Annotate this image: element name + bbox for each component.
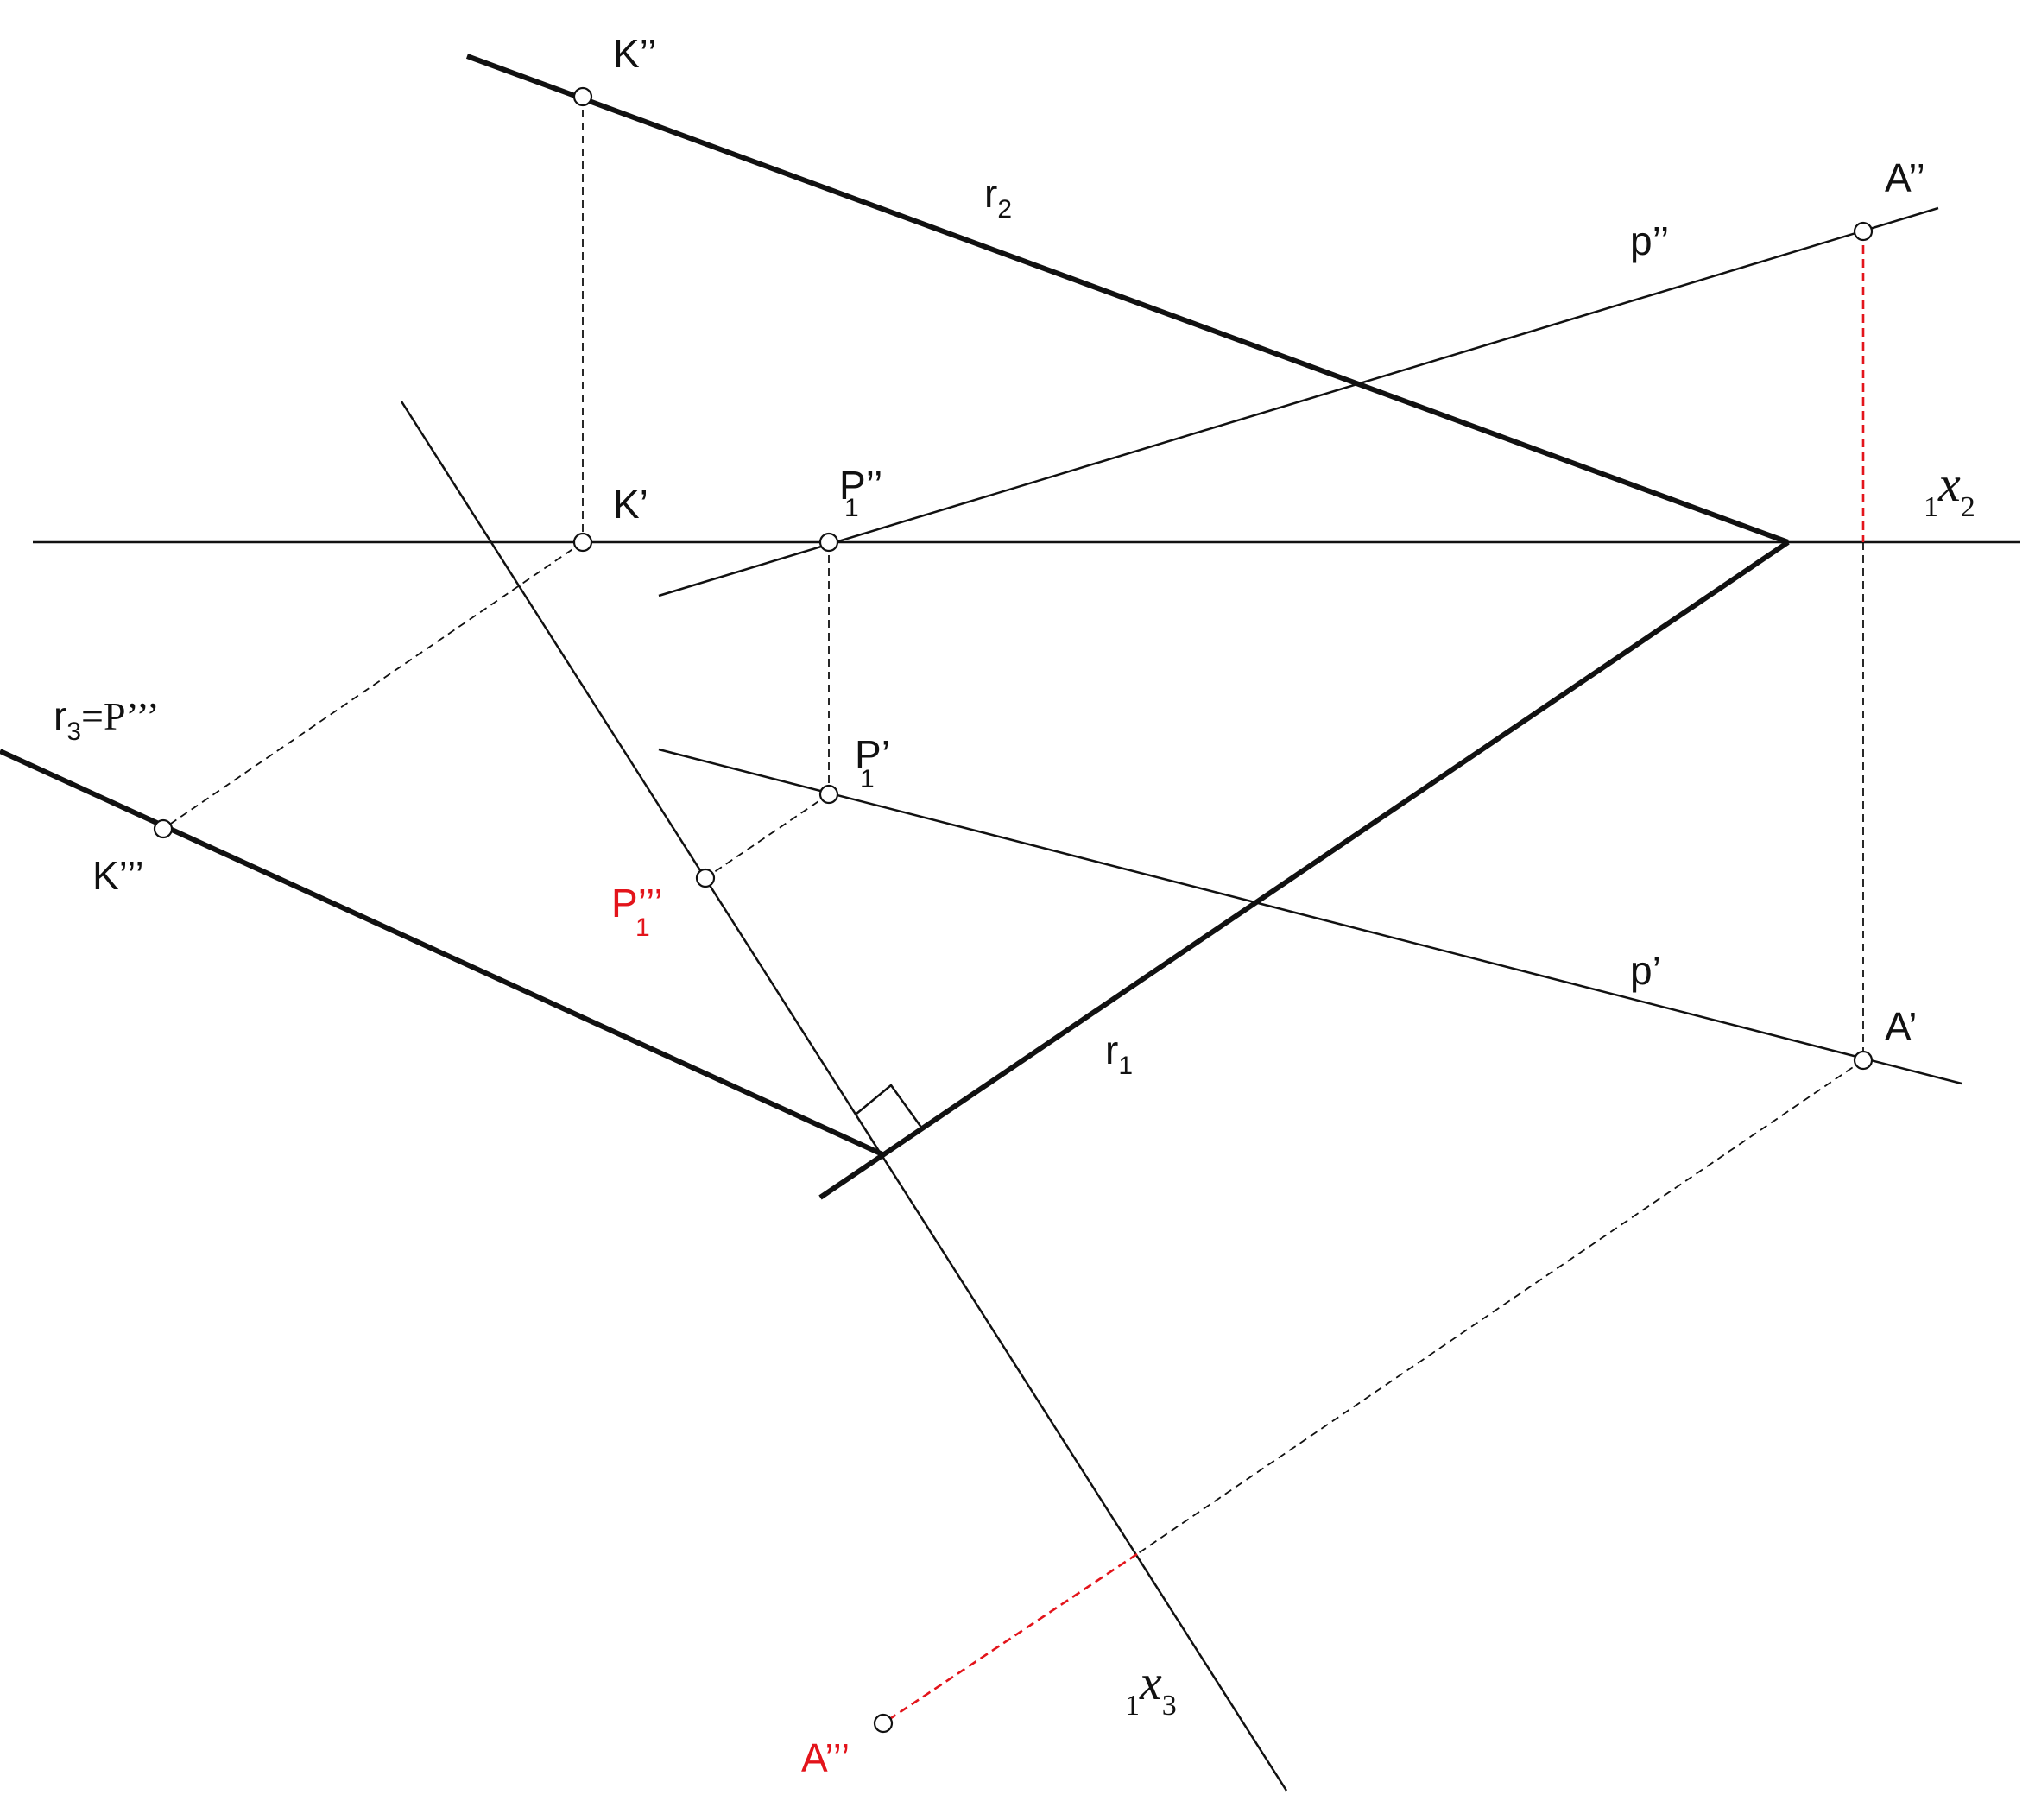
label-P1-double-prime: P’’ <box>839 463 882 508</box>
label-P1-double-prime-main: P <box>839 463 866 508</box>
point-K-prime <box>572 532 593 553</box>
label-axis-1x2-sub: 2 <box>1961 491 1975 523</box>
point-A-double-prime <box>1853 221 1874 242</box>
connector-A-prime-to-axis <box>1136 1059 1864 1555</box>
label-A-double-prime: A’’ <box>1885 155 1925 200</box>
point-P1-triple-prime <box>695 868 716 888</box>
label-P1-triple-prime: P’’’ <box>611 881 663 926</box>
label-K-double-prime: K’’ <box>613 31 656 76</box>
line-p-prime <box>658 748 1962 1085</box>
point-K-double-prime <box>572 86 593 107</box>
point-K-triple-prime <box>153 818 174 839</box>
label-p-double-prime: p’’ <box>1630 218 1669 263</box>
label-axis-1x3-sub: 3 <box>1162 1690 1177 1722</box>
label-axis-1x3: 1x3 <box>1125 1654 1177 1722</box>
label-axis-1x2: 1x2 <box>1924 456 1975 523</box>
label-r3: r3=P’’’ <box>54 693 160 746</box>
line-r3 <box>0 749 884 1157</box>
label-r2: r2 <box>984 171 1012 224</box>
point-P1-prime <box>818 784 839 805</box>
label-K-triple-prime: K’’’ <box>92 853 144 898</box>
label-P1-prime-main: P <box>855 732 882 777</box>
label-r1-main: r <box>1105 1027 1118 1072</box>
label-axis-1x3-pre: 1 <box>1125 1690 1140 1722</box>
label-P1-prime-prime: ’ <box>882 732 890 777</box>
label-P1-triple-prime-prime: ’’’ <box>638 881 663 926</box>
label-P1-double-prime-prime: ’’ <box>866 463 883 508</box>
connector-P-prime-to-P-triple <box>705 793 830 879</box>
label-P1-prime: P’ <box>855 732 890 777</box>
point-P1-double-prime <box>818 532 839 553</box>
label-r2-sub: 2 <box>997 195 1012 224</box>
label-P1-prime-sub: 1 <box>860 765 875 793</box>
point-A-prime <box>1853 1050 1874 1071</box>
connector-K-prime-to-K-triple <box>162 541 584 830</box>
line-r1 <box>818 540 1790 1200</box>
label-A-prime: A’ <box>1885 1004 1918 1049</box>
label-P1-double-prime-sub: 1 <box>844 494 859 522</box>
line-r2 <box>465 54 1790 545</box>
label-axis-1x2-main: x <box>1937 456 1961 512</box>
label-p-prime: p’ <box>1630 948 1661 993</box>
connector-axis-to-A-triple <box>882 1552 1138 1725</box>
label-axis-1x3-main: x <box>1139 1654 1162 1710</box>
point-A-triple-prime <box>873 1713 894 1734</box>
axis-1x3 <box>400 401 1288 1792</box>
label-r2-main: r <box>984 171 997 216</box>
label-axis-1x2-pre: 1 <box>1924 491 1938 523</box>
label-K-prime: K’ <box>613 482 648 527</box>
label-r3-sub: 3 <box>66 717 81 746</box>
line-p-double-prime <box>658 206 1939 597</box>
label-r3-rest: =P’’’ <box>81 694 160 738</box>
label-r1: r1 <box>1105 1027 1133 1080</box>
label-P1-triple-prime-sub: 1 <box>635 913 650 942</box>
label-r3-main: r <box>54 693 66 738</box>
label-P1-triple-prime-main: P <box>611 881 638 926</box>
label-A-triple-prime: A’’’ <box>801 1735 850 1780</box>
right-angle-mark <box>856 1084 924 1129</box>
label-r1-sub: 1 <box>1118 1052 1133 1080</box>
